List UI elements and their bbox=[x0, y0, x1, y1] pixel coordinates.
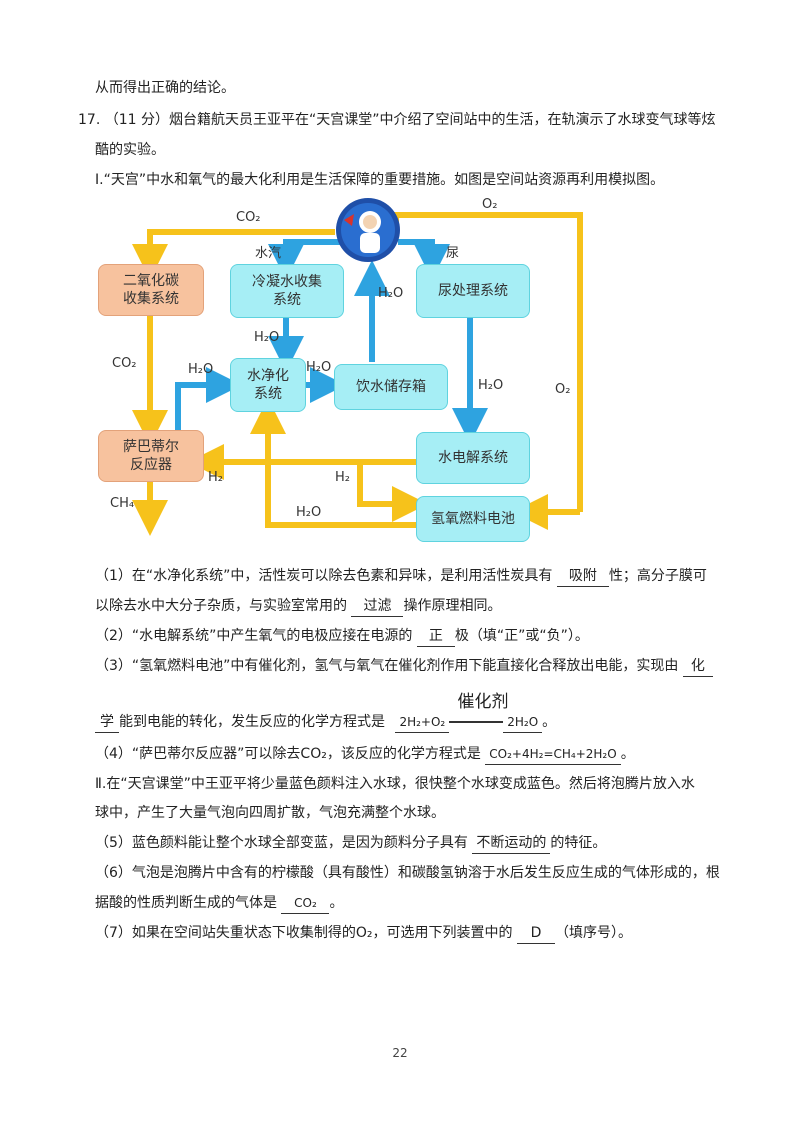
q6-text-b: 据酸的性质判断生成的气体是 bbox=[95, 895, 277, 911]
arrow-h2-to-fuelcell bbox=[357, 462, 428, 522]
part1-intro: Ⅰ.“天宫”中水和氧气的最大化利用是生活保障的重要措施。如图是空间站资源再利用模… bbox=[95, 172, 665, 188]
q7-line: （7）如果在空间站失重状态下收集制得的O₂，可选用下列装置中的 D（填序号）。 bbox=[95, 923, 632, 944]
q3-line2: 学能到电能的转化，发生反应的化学方程式是 催化剂 2H₂+O₂ 2H₂O 。 bbox=[95, 692, 557, 733]
q3-equation-right: 2H₂O bbox=[503, 712, 543, 733]
q1-answer-adsorption: 吸附 bbox=[556, 566, 609, 587]
question-points: （11 分） bbox=[104, 112, 169, 128]
arrow-h2o-to-purify bbox=[250, 398, 416, 528]
label-h2o-purify-out: H₂O bbox=[306, 360, 332, 375]
q3-equation: 催化剂 2H₂+O₂ 2H₂O bbox=[395, 692, 543, 733]
q7-text-b: （填序号）。 bbox=[555, 925, 632, 941]
q1-text-a: （1）在“水净化系统”中，活性炭可以除去色素和异味，是利用活性炭具有 bbox=[95, 568, 553, 584]
q4-text-a: （4）“萨巴蒂尔反应器”可以除去CO₂，该反应的化学方程式是 bbox=[95, 746, 481, 762]
urine-processing-system: 尿处理系统 bbox=[416, 264, 530, 318]
q5-line: （5）蓝色颜料能让整个水球全部变蓝，是因为颜料分子具有 不断运动的的特征。 bbox=[95, 833, 606, 854]
q1-line2: 以除去水中大分子杂质，与实验室常用的 过滤操作原理相同。 bbox=[95, 596, 501, 617]
label-o2-right: O₂ bbox=[555, 382, 571, 397]
q3-text-b: 能到电能的转化，发生反应的化学方程式是 bbox=[119, 714, 385, 730]
q1-text-d: 操作原理相同。 bbox=[403, 598, 502, 614]
arrow-urine-in bbox=[398, 239, 450, 280]
arrow-sabatier-h2o-to-purify bbox=[175, 367, 242, 432]
water-electrolysis-system: 水电解系统 bbox=[416, 432, 530, 484]
q1-text-c: 以除去水中大分子杂质，与实验室常用的 bbox=[95, 598, 347, 614]
q3-line1: （3）“氢氧燃料电池”中有催化剂，氢气与氧气在催化剂作用下能直接化合释放出电能，… bbox=[95, 656, 713, 677]
page-number: 22 bbox=[392, 1046, 408, 1060]
water-purification-system: 水净化 系统 bbox=[230, 358, 306, 412]
q5-text-a: （5）蓝色颜料能让整个水球全部变蓝，是因为颜料分子具有 bbox=[95, 835, 468, 851]
label-h2o-condense: H₂O bbox=[254, 330, 280, 345]
q4-end: 。 bbox=[620, 746, 635, 762]
q6-line2: 据酸的性质判断生成的气体是 CO₂。 bbox=[95, 893, 343, 914]
question-stem-line1: 烟台籍航天员王亚平在“天宫课堂”中介绍了空间站中的生活，在轨演示了水球变气球等炫 bbox=[168, 112, 716, 128]
q7-text-a: （7）如果在空间站失重状态下收集制得的O₂，可选用下列装置中的 bbox=[95, 925, 513, 941]
q4-answer-equation: CO₂+4H₂=CH₄+2H₂O bbox=[485, 744, 621, 765]
label-ch4: CH₄ bbox=[110, 496, 135, 511]
label-h2-left: H₂ bbox=[208, 470, 223, 485]
question-stem-line2: 酷的实验。 bbox=[95, 142, 165, 158]
co2-collection-system: 二氧化碳 收集系统 bbox=[98, 264, 204, 316]
part2-line1: Ⅱ.在“天宫课堂”中王亚平将少量蓝色颜料注入水球，很快整个水球变成蓝色。然后将泡… bbox=[95, 776, 695, 792]
arrow-co2-to-collector bbox=[132, 229, 335, 280]
q4-line: （4）“萨巴蒂尔反应器”可以除去CO₂，该反应的化学方程式是 CO₂+4H₂=C… bbox=[95, 744, 635, 765]
q3-answer-part2: 学 bbox=[95, 712, 119, 733]
q1-line1: （1）在“水净化系统”中，活性炭可以除去色素和异味，是利用活性炭具有 吸附性；高… bbox=[95, 566, 707, 587]
q5-text-b: 的特征。 bbox=[550, 835, 607, 851]
arrow-vapor-to-condense bbox=[268, 239, 340, 280]
q7-answer: D bbox=[517, 923, 555, 944]
question-17-stem: 17. （11 分）烟台籍航天员王亚平在“天宫课堂”中介绍了空间站中的生活，在轨… bbox=[78, 110, 716, 130]
q5-answer: 不断运动的 bbox=[472, 833, 551, 854]
intro-tail: 从而得出正确的结论。 bbox=[95, 80, 235, 96]
label-h2o-bottom: H₂O bbox=[296, 505, 322, 520]
hydrogen-oxygen-fuel-cell: 氢氧燃料电池 bbox=[416, 496, 530, 542]
label-vapor: 水汽 bbox=[255, 246, 282, 261]
q2-answer: 正 bbox=[416, 626, 455, 647]
q1-text-b: 性；高分子膜可 bbox=[608, 568, 707, 584]
astronaut-icon bbox=[336, 198, 400, 262]
label-urine: 尿 bbox=[446, 246, 460, 261]
question-number: 17. bbox=[78, 112, 101, 128]
q6-line1: （6）气泡是泡腾片中含有的柠檬酸（具有酸性）和碳酸氢钠溶于水后发生反应生成的气体… bbox=[95, 865, 720, 881]
q2-text-a: （2）“水电解系统”中产生氧气的电极应接在电源的 bbox=[95, 628, 413, 644]
q3-end: 。 bbox=[542, 714, 557, 730]
q6-end: 。 bbox=[329, 895, 344, 911]
q1-answer-filtration: 过滤 bbox=[351, 596, 404, 617]
label-co2-mid: CO₂ bbox=[112, 356, 137, 371]
condensate-collection-system: 冷凝水收集 系统 bbox=[230, 264, 344, 318]
label-co2-top: CO₂ bbox=[236, 210, 261, 225]
label-h2o-urine-down: H₂O bbox=[478, 378, 504, 393]
label-h2o-astronaut: H₂O bbox=[378, 286, 404, 301]
resource-recycling-diagram: 二氧化碳 收集系统 冷凝水收集 系统 尿处理系统 水净化 系统 饮水储存箱 萨巴… bbox=[0, 0, 800, 560]
sabatier-reactor: 萨巴蒂尔 反应器 bbox=[98, 430, 204, 482]
q6-answer: CO₂ bbox=[281, 893, 330, 914]
drinking-water-tank: 饮水储存箱 bbox=[334, 364, 448, 410]
q3-answer-part1: 化 bbox=[682, 656, 713, 677]
part2-line2: 球中，产生了大量气泡向四周扩散，气泡充满整个水球。 bbox=[95, 805, 445, 821]
label-h2-mid: H₂ bbox=[335, 470, 350, 485]
diagram-arrows bbox=[132, 198, 583, 536]
q3-text-a: （3）“氢氧燃料电池”中有催化剂，氢气与氧气在催化剂作用下能直接化合释放出电能，… bbox=[95, 658, 679, 674]
q2-text-b: 极（填“正”或“负”）。 bbox=[454, 628, 589, 644]
label-h2o-left: H₂O bbox=[188, 362, 214, 377]
q2-line: （2）“水电解系统”中产生氧气的电极应接在电源的 正极（填“正”或“负”）。 bbox=[95, 626, 589, 647]
label-o2-top: O₂ bbox=[482, 197, 498, 212]
q3-catalyst-label: 催化剂 bbox=[457, 692, 509, 712]
q3-equation-left: 2H₂+O₂ bbox=[395, 712, 450, 733]
